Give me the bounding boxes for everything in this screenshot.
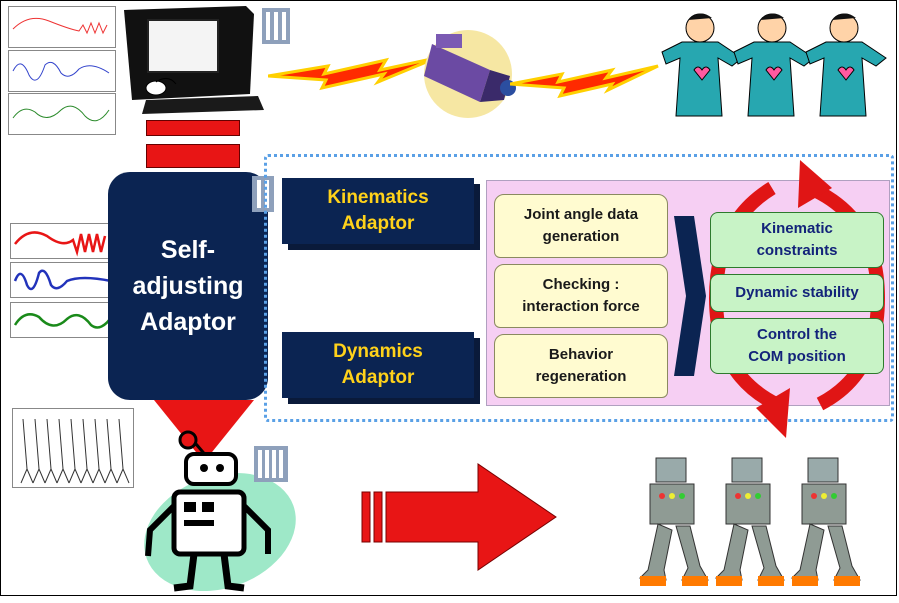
- red-bar-lower: [146, 144, 240, 168]
- lightning-bolt-right-icon: [509, 58, 660, 107]
- waveform-chart-red-top: [8, 6, 116, 48]
- red-bar-upper: [146, 120, 240, 136]
- kinematics-adaptor-line2: Adaptor: [341, 213, 415, 234]
- step-3-line1: Behavior: [548, 346, 614, 363]
- dynamic-stability-box: Dynamic stability: [710, 274, 884, 312]
- robot-icon: [120, 410, 300, 603]
- red-down-arrow-icon: [150, 400, 260, 469]
- constraint-3-line1: Control the: [757, 326, 837, 343]
- step-checking-note: Checking : interaction force: [494, 264, 668, 328]
- step-1-line2: generation: [542, 228, 620, 245]
- waveform-chart-blue-top: [8, 50, 116, 92]
- adaptor-dotted-container: [264, 154, 894, 422]
- roman-numeral-3-icon: [262, 8, 290, 49]
- walking-humans-icon: [652, 6, 892, 133]
- step-2-line2: interaction force: [522, 298, 640, 315]
- step-joint-angle-note: Joint angle data generation: [494, 194, 668, 258]
- roman-numeral-4-icon: [254, 446, 288, 487]
- dynamics-adaptor-line1: Dynamics: [333, 341, 423, 362]
- dynamics-adaptor-box: Dynamics Adaptor: [282, 332, 474, 398]
- constraint-1-line2: constraints: [756, 242, 838, 259]
- self-adjusting-label-line3: Adaptor: [140, 308, 236, 336]
- step-2-line1: Checking :: [542, 276, 620, 293]
- kinematic-constraints-box: Kinematic constraints: [710, 212, 884, 268]
- constraint-1-line1: Kinematic: [761, 220, 833, 237]
- stick-figure-chart: [12, 408, 134, 488]
- dynamics-adaptor-line2: Adaptor: [341, 367, 415, 388]
- self-adjusting-adaptor-box: Self- adjusting Adaptor: [108, 172, 268, 400]
- navy-process-arrow: [672, 216, 708, 381]
- waveform-chart-green: [10, 302, 118, 338]
- waveform-chart-red: [10, 223, 118, 259]
- video-camera-icon: [410, 14, 530, 129]
- step-behavior-note: Behavior regeneration: [494, 334, 668, 398]
- constraint-3-line2: COM position: [748, 348, 846, 365]
- step-1-line1: Joint angle data: [523, 206, 639, 223]
- kinematics-adaptor-line1: Kinematics: [327, 187, 429, 208]
- waveform-chart-blue: [10, 262, 118, 298]
- roman-numeral-2-icon: [252, 176, 274, 217]
- self-adjusting-label-line1: Self-: [160, 236, 216, 264]
- kinematics-adaptor-box: Kinematics Adaptor: [282, 178, 474, 244]
- walking-robots-icon: [636, 452, 876, 599]
- computer-icon: [118, 4, 268, 116]
- big-red-right-arrow-icon: [360, 462, 560, 577]
- step-3-line2: regeneration: [535, 368, 627, 385]
- waveform-chart-green-top: [8, 93, 116, 135]
- constraint-2-line1: Dynamic stability: [735, 284, 859, 301]
- self-adjusting-label-line2: adjusting: [132, 272, 244, 300]
- control-com-box: Control the COM position: [710, 318, 884, 374]
